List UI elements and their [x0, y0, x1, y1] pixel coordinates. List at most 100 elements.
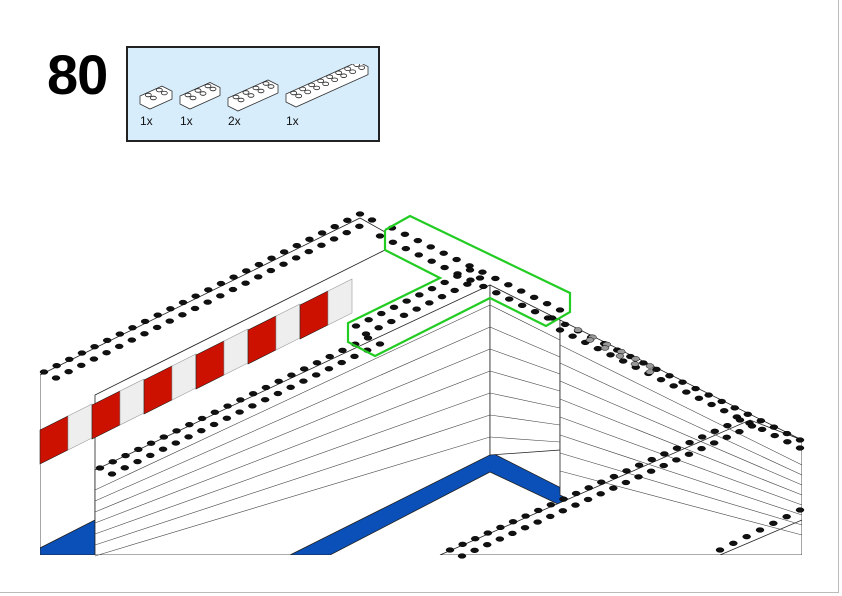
window-glass [119, 378, 145, 426]
stud [222, 415, 232, 421]
stud [691, 385, 700, 392]
stud [317, 242, 326, 248]
stud [573, 327, 583, 333]
stud [235, 409, 244, 415]
stud [274, 378, 283, 384]
part-quantity: 2x [228, 114, 241, 128]
stud [412, 306, 421, 312]
step-number: 80 [47, 43, 108, 106]
stud [770, 432, 779, 439]
stud [684, 451, 694, 457]
stud [755, 527, 765, 533]
stud [634, 474, 643, 480]
brick-course-line [94, 392, 491, 535]
stud [769, 424, 779, 430]
stud [375, 233, 385, 239]
stud [722, 434, 732, 440]
stud [267, 84, 275, 89]
stud [171, 440, 181, 446]
stud [159, 434, 169, 440]
stud [337, 359, 346, 366]
stud [756, 418, 766, 424]
wall [439, 419, 802, 555]
brick-course-line [559, 380, 803, 486]
stud [261, 384, 271, 391]
stud [342, 229, 351, 236]
stud [742, 534, 751, 540]
stud [158, 446, 168, 452]
stud [621, 479, 631, 486]
stud [343, 217, 352, 223]
stud [273, 390, 283, 397]
brick-course-line [94, 348, 491, 513]
stud [252, 85, 260, 91]
stud [115, 331, 125, 337]
stud [517, 302, 527, 309]
stud [609, 473, 619, 480]
stud [672, 457, 681, 463]
stud [355, 211, 365, 217]
stud [107, 471, 117, 477]
brick-2x2-icon [139, 85, 173, 110]
stud [682, 389, 691, 395]
stud [782, 430, 792, 437]
brick-course-line [94, 414, 491, 546]
stud [555, 307, 565, 313]
stud [358, 65, 366, 70]
stud [571, 490, 581, 497]
brick-course-line [559, 434, 803, 516]
stud [338, 347, 347, 354]
stud [795, 445, 805, 451]
stud [457, 553, 467, 559]
stud [197, 428, 206, 434]
stud [413, 237, 423, 244]
stud [228, 286, 238, 293]
stud [287, 372, 296, 378]
stud [266, 267, 276, 274]
stud [253, 274, 263, 280]
stud [769, 520, 778, 526]
stud [479, 283, 488, 290]
stud [184, 92, 192, 98]
stud [445, 547, 455, 553]
stud [216, 280, 226, 287]
stud [546, 513, 555, 520]
stud [254, 261, 264, 268]
window-red [195, 340, 225, 390]
stud [344, 66, 352, 71]
stud [465, 267, 475, 273]
stud [190, 305, 200, 312]
stud [546, 502, 556, 508]
stud [730, 405, 739, 411]
stud [470, 536, 480, 542]
stud [329, 236, 339, 242]
stud [39, 369, 49, 375]
stud [166, 306, 175, 312]
stud [618, 358, 628, 364]
stud [452, 256, 461, 263]
stud [313, 85, 321, 91]
stud [478, 269, 487, 275]
stud [304, 248, 314, 255]
stud [440, 279, 449, 286]
stud [719, 408, 729, 414]
stud [645, 369, 655, 375]
stud [669, 383, 678, 389]
stud [331, 77, 339, 82]
stud [520, 525, 530, 531]
stud [615, 353, 625, 359]
stud [374, 325, 383, 331]
stud [361, 331, 371, 337]
brick-course-line [94, 436, 491, 557]
stud [77, 350, 87, 356]
stud [133, 458, 142, 465]
stud [351, 323, 361, 329]
stud [189, 95, 197, 101]
stud [463, 281, 472, 287]
stud [353, 64, 361, 67]
stud [257, 88, 265, 94]
stud [585, 337, 595, 343]
stud [51, 375, 61, 381]
stud [415, 292, 424, 298]
